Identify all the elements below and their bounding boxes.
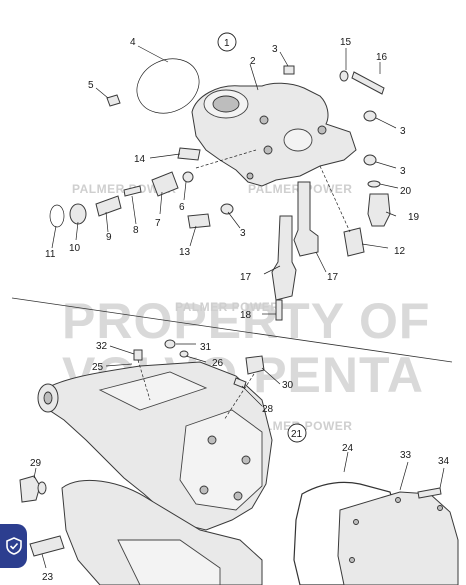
upper-assembly: [49, 45, 399, 321]
valve-body-part: [151, 171, 179, 197]
casing-inner-surface: [117, 539, 221, 585]
pipe-23-part: [29, 535, 65, 557]
callout-30: 30: [282, 380, 294, 391]
housing-bolt-hole-3: [317, 125, 327, 135]
callout-20: 20: [400, 186, 412, 197]
callout-3b: 3: [400, 126, 406, 137]
circlip-part: [49, 204, 65, 228]
sleeve-lower-part: [187, 213, 211, 229]
callout-17a: 17: [240, 272, 252, 283]
gearbox-top-face: [98, 371, 208, 411]
bolt-34-part: [417, 487, 442, 499]
plunger-part: [69, 203, 87, 225]
callout-layer: 1 21 2 3 3 3 3 4 5 6 7 8 9 10 11 12 13 1…: [30, 32, 450, 583]
callout-28: 28: [262, 404, 274, 415]
callout-34: 34: [438, 456, 450, 467]
plug-top-part: [283, 65, 295, 75]
callout-5: 5: [88, 80, 94, 91]
verified-badge[interactable]: [0, 524, 27, 568]
callout-4: 4: [130, 37, 136, 48]
lower-casing-part: [61, 479, 263, 585]
callout-18: 18: [240, 310, 252, 321]
callout-11: 11: [45, 249, 56, 260]
callout-13: 13: [179, 247, 191, 258]
watermark-line1: PROPERTY OF: [62, 293, 430, 349]
watermark-brand-1: PALMER POWER: [72, 182, 176, 196]
valve-block-part: [179, 409, 263, 511]
callout-6: 6: [179, 202, 185, 213]
callout-14: 14: [134, 154, 146, 165]
seal-ring-part: [182, 171, 194, 183]
callout-3a: 3: [272, 44, 278, 55]
watermark-brand-3: PALMER POWER: [175, 300, 279, 314]
washer-part: [339, 70, 349, 82]
fitting-part: [106, 94, 121, 107]
shaft-flange-hub: [43, 391, 53, 405]
plug-right-1-part: [363, 110, 377, 122]
spring-part: [95, 195, 122, 217]
shield-check-icon: [5, 537, 22, 555]
callout-9: 9: [106, 232, 112, 243]
housing-bore-inner: [212, 95, 240, 113]
valve-block-bolt-4: [233, 491, 243, 501]
group-label-21: 21: [291, 429, 303, 440]
housing-bolt-hole-4: [246, 172, 254, 180]
sensor-19-part: [367, 193, 391, 227]
cover-bolt-hole-1: [353, 519, 359, 525]
callout-15: 15: [340, 37, 352, 48]
callout-23: 23: [42, 572, 54, 583]
cover-bolt-hole-2: [395, 497, 401, 503]
fitting-26-part: [179, 350, 189, 358]
callout-2: 2: [250, 56, 256, 67]
valve-block-bolt-1: [207, 435, 217, 445]
callout-24: 24: [342, 443, 354, 454]
cover-bolt-hole-3: [437, 505, 443, 511]
pin-part: [123, 185, 142, 197]
valve-block-bolt-2: [241, 455, 251, 465]
callout-10: 10: [69, 243, 81, 254]
o-ring-29-part: [37, 481, 47, 495]
callout-19: 19: [408, 212, 420, 223]
sensor-a-part: [293, 181, 319, 257]
valve-block-bolt-3: [199, 485, 209, 495]
housing-bolt-hole-1: [259, 115, 269, 125]
callout-29: 29: [30, 458, 42, 469]
cover-bolt-hole-4: [349, 557, 355, 563]
o-ring-small-part: [367, 180, 381, 188]
callout-33: 33: [400, 450, 412, 461]
group-label-1: 1: [224, 38, 230, 49]
callout-25: 25: [92, 362, 104, 373]
fitting-31-part: [164, 339, 176, 349]
o-ring-part: [136, 58, 200, 114]
callout-12: 12: [394, 246, 406, 257]
callout-26: 26: [212, 358, 224, 369]
sleeve-part: [177, 147, 201, 161]
plug-center-part: [220, 203, 234, 215]
callout-17b: 17: [327, 272, 339, 283]
callout-3c: 3: [400, 166, 406, 177]
plug-right-2-part: [363, 154, 377, 166]
gasket-part: [293, 481, 399, 585]
lower-assembly: [19, 339, 459, 585]
filter-part: [343, 227, 365, 257]
plug-32-part: [133, 349, 143, 361]
callout-3d: 3: [240, 228, 246, 239]
bolt-18-part: [275, 299, 283, 321]
fitting-29-part: [19, 475, 41, 503]
bolt-part: [351, 71, 385, 95]
callout-7: 7: [155, 218, 161, 229]
callout-31: 31: [200, 342, 212, 353]
callout-32: 32: [96, 341, 108, 352]
callout-8: 8: [133, 225, 139, 236]
housing-bolt-hole-2: [263, 145, 273, 155]
sensor-b-part: [271, 215, 297, 301]
group-marker-1: [217, 32, 237, 52]
cover-part: [337, 491, 459, 585]
section-divider: [11, 297, 453, 363]
callout-16: 16: [376, 52, 388, 63]
housing-port: [283, 128, 313, 152]
group-marker-21: [287, 423, 307, 443]
